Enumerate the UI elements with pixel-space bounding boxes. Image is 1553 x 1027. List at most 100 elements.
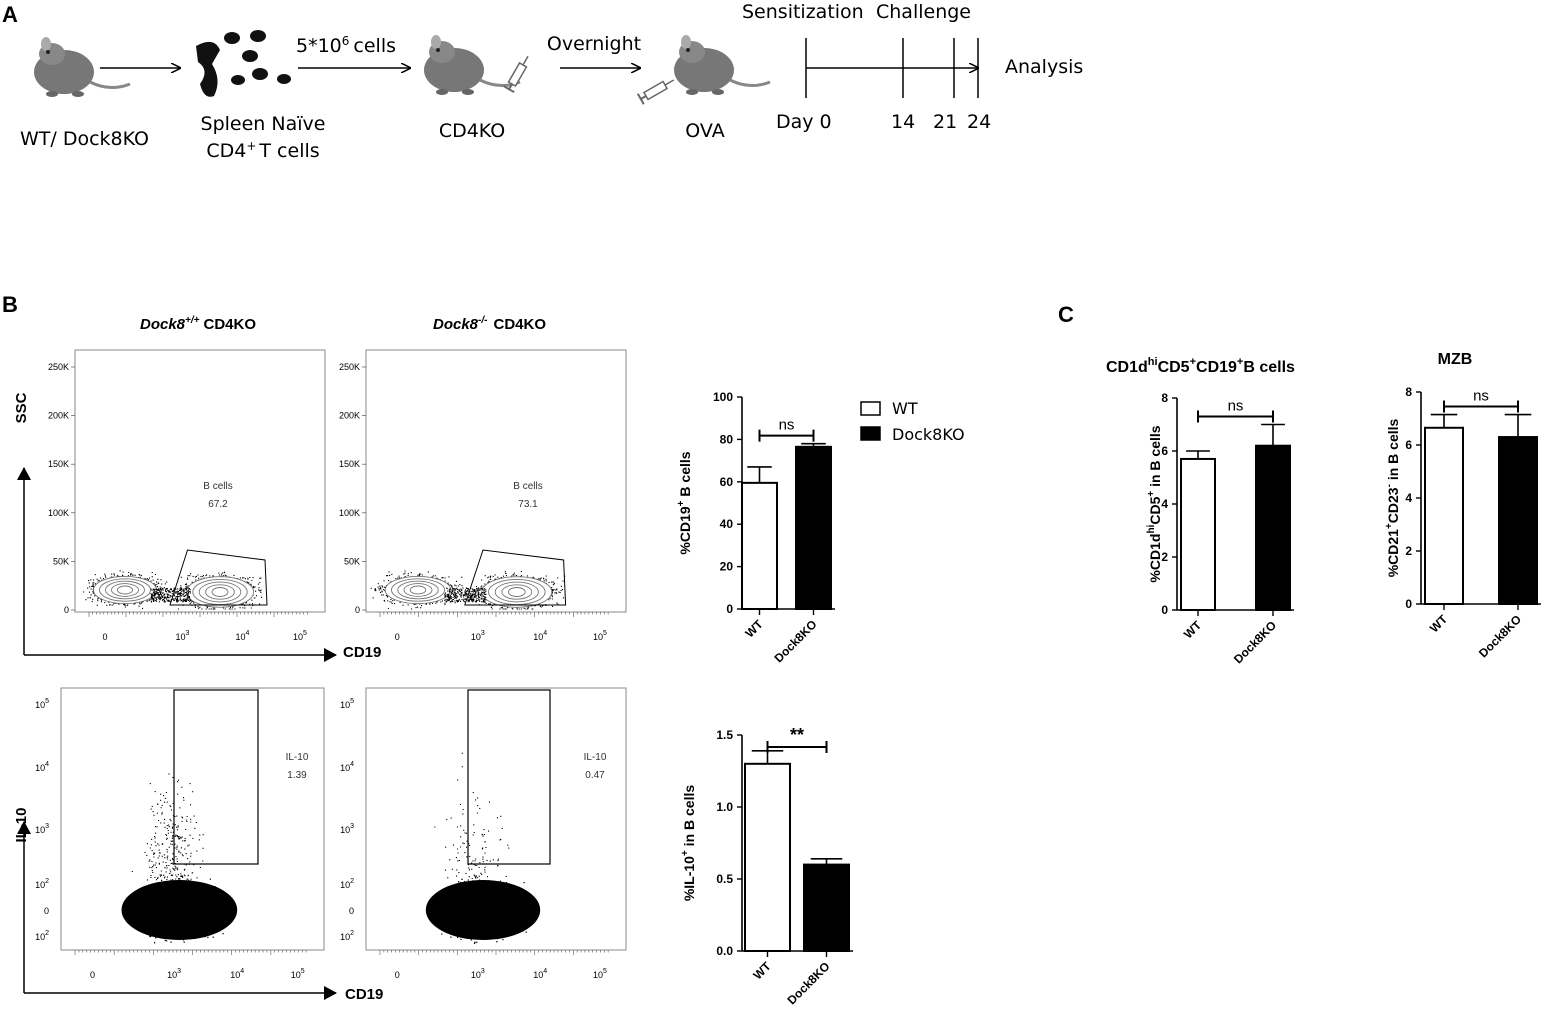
b-cell-gate (464, 549, 567, 606)
x-tick-label: 105 (291, 968, 305, 980)
x-tick-label: 0 (395, 632, 400, 642)
y-tick-label: 105 (35, 698, 49, 710)
significance-label: ns (779, 417, 795, 434)
x-tick-label: WT (743, 617, 767, 641)
il10-gate (173, 689, 259, 865)
recipient-label: CD4KO (439, 120, 505, 142)
timeline-day14: 14 (891, 111, 915, 133)
il10-axis-label: IL-10 (13, 807, 30, 842)
y-tick-label: 102 (35, 878, 49, 890)
b-cell-gate (169, 549, 268, 606)
cells-label-2: CD4+T cells (206, 139, 319, 162)
contour-ring (508, 587, 526, 597)
event-core (121, 880, 238, 940)
x-tick-label: Dock8KO (772, 617, 820, 665)
bar-wt (1424, 426, 1464, 605)
contour-ring (211, 587, 229, 597)
contour-ring (384, 575, 452, 605)
gate-percent: 67.2 (208, 499, 228, 510)
y-tick-label: 200K (339, 411, 360, 421)
contour-ring (198, 581, 242, 603)
y-axis-label: %CD21+CD23- in B cells (1384, 418, 1401, 577)
panel-label-b: B (2, 292, 18, 317)
y-tick-label: 1.5 (716, 728, 733, 742)
recipient-mouse-icon (422, 33, 522, 97)
y-tick-label: 1.0 (716, 800, 733, 814)
timeline-day21: 21 (933, 111, 957, 133)
y-tick-label: 0.5 (716, 872, 733, 886)
x-tick-label: Dock8KO (785, 959, 833, 1007)
x-tick-label: 103 (167, 968, 181, 980)
significance-label: ns (1473, 388, 1489, 405)
significance-label: ** (790, 725, 804, 745)
y-tick-label: 0 (349, 906, 354, 916)
y-tick-label: 0 (726, 602, 733, 616)
legend-wt-swatch (860, 401, 881, 416)
y-axis-label: %IL-10+ in B cells (680, 785, 697, 902)
y-tick-label: 0 (1161, 603, 1168, 617)
ova-label: OVA (685, 120, 724, 142)
y-tick-label: 150K (339, 459, 360, 469)
bar-dock8ko (1498, 436, 1538, 605)
x-tick-label: 0 (102, 632, 107, 642)
y-tick-label: 6 (1161, 444, 1168, 458)
y-tick-label: 0 (64, 605, 69, 615)
x-tick-label: WT (1181, 618, 1205, 642)
x-tick-label: 104 (533, 968, 547, 980)
contour-ring (117, 585, 133, 595)
gate-percent: 1.39 (287, 770, 307, 781)
contour-ring (391, 578, 445, 602)
x-tick-label: WT (751, 959, 775, 983)
y-tick-label: 2 (1405, 544, 1412, 558)
y-tick-label: 6 (1405, 438, 1412, 452)
x-tick-label: 104 (230, 968, 244, 980)
y-tick-label: 60 (720, 475, 734, 489)
contour-ring (403, 583, 433, 597)
gate-label: IL-10 (584, 752, 607, 763)
contour-ring (99, 578, 151, 602)
x-tick-label: 105 (293, 630, 307, 642)
analysis-label: Analysis (1005, 56, 1083, 78)
timeline (805, 38, 978, 98)
x-tick-label: 103 (176, 630, 190, 642)
gate-label: IL-10 (286, 752, 309, 763)
chart3-title: CD1dhiCD5+CD19+B cells (1106, 356, 1295, 376)
legend-wt-label: WT (892, 399, 918, 418)
challenge-label: Challenge (876, 1, 971, 23)
bar-dock8ko (795, 445, 832, 610)
contour-ring (185, 576, 255, 608)
y-tick-label: 250K (339, 362, 360, 372)
contour-ring (481, 576, 553, 608)
bar-wt (1180, 457, 1216, 612)
gate-label: B cells (513, 481, 542, 492)
y-tick-label: 105 (340, 698, 354, 710)
y-tick-label: 8 (1405, 385, 1412, 399)
ssc-axis-label: SSC (13, 392, 30, 423)
syringe-icon-2 (636, 73, 678, 106)
contour-ring (111, 583, 139, 597)
x-tick-label: Dock8KO (1231, 618, 1279, 666)
legend-ko-swatch (860, 426, 881, 441)
legend-ko-label: Dock8KO (892, 425, 965, 444)
panel-label-a: A (2, 2, 18, 27)
y-axis-label: %CD1dhiCD5+ in B cells (1146, 425, 1163, 582)
y-tick-label: 102 (340, 930, 354, 942)
contour-ring (501, 584, 533, 600)
y-tick-label: 103 (35, 823, 49, 835)
il10-gate (467, 689, 551, 865)
legend: WT Dock8KO (860, 399, 965, 444)
y-tick-label: 0 (1405, 597, 1412, 611)
y-tick-label: 100K (48, 508, 69, 518)
x-tick-label: 0 (90, 970, 95, 980)
